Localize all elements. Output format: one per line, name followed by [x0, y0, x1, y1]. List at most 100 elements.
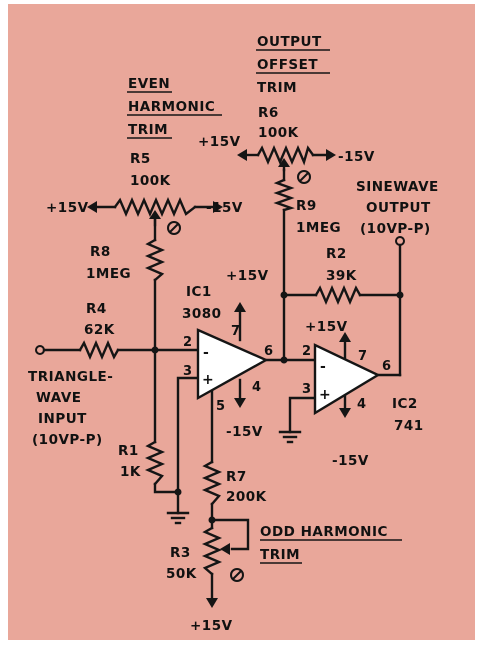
junction-r3-node — [208, 516, 216, 524]
r6-right-arrowhead — [326, 149, 336, 161]
r5-potentiometer — [87, 196, 223, 227]
even-trim-label-line3: TRIM — [128, 122, 168, 138]
junction-ground-node — [174, 488, 182, 496]
r9-value: 1MEG — [296, 220, 341, 236]
ic1-pin2: 2 — [183, 335, 192, 350]
r5-trim-screw-icon — [167, 221, 181, 235]
r3-bottom-arrowhead — [206, 598, 218, 608]
r5-ref: R5 — [130, 151, 151, 167]
r8-ref: R8 — [90, 244, 111, 260]
ground-icon-ic2 — [278, 430, 302, 444]
junction-r2-r9-node — [280, 291, 288, 299]
r3-pos-supply: +15V — [190, 618, 233, 634]
r6-left-arrowhead — [237, 149, 247, 161]
offset-trim-label-line3: TRIM — [257, 80, 297, 96]
ic1-vpos-arrowhead — [234, 302, 246, 312]
r6-value: 100K — [258, 125, 299, 141]
offset-trim-label-line2: OFFSET — [257, 57, 318, 73]
r4-ref: R4 — [86, 301, 107, 317]
r6-ref: R6 — [258, 105, 279, 121]
r8-resistor-symbol — [144, 238, 166, 282]
ic1-vneg-arrowhead — [234, 398, 246, 408]
sinewave-label-line2: OUTPUT — [366, 200, 431, 216]
r1-value: 1K — [120, 464, 141, 480]
offset-trim-label-line1: OUTPUT — [257, 34, 322, 50]
ic2-pin2: 2 — [302, 344, 311, 359]
r2-resistor-symbol — [314, 284, 362, 306]
r6-neg-supply: -15V — [338, 149, 375, 165]
r5-value: 100K — [130, 173, 171, 189]
ic2-pin7: 7 — [358, 349, 367, 364]
ic1-pin7: 7 — [231, 324, 240, 339]
r8-value: 1MEG — [86, 266, 131, 282]
r2-ref: R2 — [326, 246, 347, 262]
ic1-opamp-symbol — [196, 328, 269, 401]
r7-resistor-symbol — [201, 460, 223, 506]
triangle-label-line2: WAVE — [36, 390, 82, 406]
ic2-vpos-arrowhead — [339, 332, 351, 342]
r1-resistor-symbol — [144, 440, 166, 486]
r7-value: 200K — [226, 489, 267, 505]
ic1-pin6: 6 — [264, 344, 273, 359]
r5-neg-supply: -15V — [206, 200, 243, 216]
ic2-ref: IC2 — [392, 396, 418, 412]
r5-pos-supply: +15V — [46, 200, 89, 216]
triangle-label-line1: TRIANGLE- — [28, 369, 113, 385]
ic1-pin5: 5 — [216, 399, 225, 414]
r4-resistor-symbol — [78, 339, 120, 361]
ic1-vneg-supply: -15V — [226, 424, 263, 440]
ic2-opamp-symbol — [313, 343, 381, 416]
r5-left-arrowhead — [87, 201, 97, 213]
ic1-plus-sign: + — [202, 372, 214, 388]
even-trim-label-line2: HARMONIC — [128, 99, 215, 115]
triangle-label-line3: INPUT — [38, 411, 87, 427]
r6-trim-screw-icon — [297, 170, 311, 184]
ic2-vneg-supply: -15V — [332, 453, 369, 469]
even-trim-label-line1: EVEN — [128, 76, 170, 92]
odd-trim-label-line2: TRIM — [260, 547, 300, 563]
r2-value: 39K — [326, 268, 357, 284]
ic1-ref: IC1 — [186, 284, 212, 300]
sinewave-label-line1: SINEWAVE — [356, 179, 439, 195]
junction-dots — [151, 291, 404, 524]
ic1-minus-sign: - — [203, 345, 209, 361]
ic2-vpos-supply: +15V — [305, 319, 348, 335]
r5-right-arrowhead — [213, 201, 223, 213]
ic1-vpos-supply: +15V — [226, 268, 269, 284]
junction-input-node — [151, 346, 159, 354]
r3-ref: R3 — [170, 545, 191, 561]
r4-value: 62K — [84, 322, 115, 338]
r3-trim-screw-icon — [230, 568, 244, 582]
schematic-background — [8, 4, 475, 640]
ic1-pin3: 3 — [183, 364, 192, 379]
ic1-value: 3080 — [182, 306, 222, 322]
r3-potentiometer — [201, 526, 230, 608]
sinewave-label-line3: (10VP-P) — [360, 221, 431, 237]
r5-wiper-arrowhead — [149, 210, 161, 219]
odd-trim-label-line1: ODD HARMONIC — [260, 524, 388, 540]
r6-potentiometer — [237, 144, 336, 172]
ic1-pin4: 4 — [252, 380, 261, 395]
junction-output-node — [396, 291, 404, 299]
r6-pos-supply: +15V — [198, 134, 241, 150]
ic2-pin6: 6 — [382, 359, 391, 374]
ic2-plus-sign: + — [319, 387, 331, 403]
ic2-minus-sign: - — [320, 359, 326, 375]
junction-ic2-inv-node — [280, 356, 288, 364]
output-terminal — [395, 236, 405, 246]
ic2-vneg-arrowhead — [339, 408, 351, 418]
triangle-label-line4: (10VP-P) — [32, 432, 103, 448]
r7-ref: R7 — [226, 469, 247, 485]
r3-value: 50K — [166, 566, 197, 582]
wires — [35, 153, 402, 602]
r9-ref: R9 — [296, 198, 317, 214]
ic2-pin3: 3 — [302, 382, 311, 397]
r1-ref: R1 — [118, 443, 139, 459]
r3-wiper-arrowhead — [220, 543, 230, 555]
r6-wiper-arrowhead — [278, 158, 290, 167]
ic2-value: 741 — [394, 418, 424, 434]
ic2-pin4: 4 — [357, 397, 366, 412]
ground-icon-ic1 — [166, 511, 190, 525]
